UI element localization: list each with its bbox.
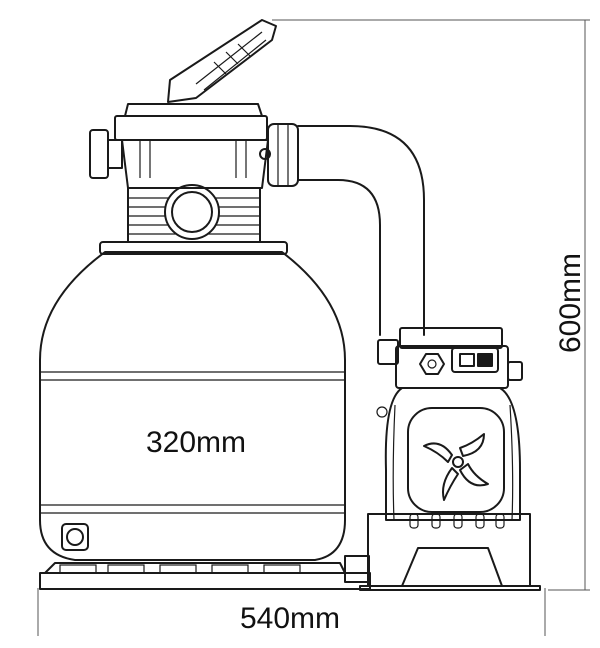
tank-diameter-label: 320mm [146,426,246,459]
impeller-icon [423,433,489,501]
multiport-valve [89,103,299,189]
power-switch [451,347,499,373]
width-dimension-line [37,588,546,636]
base-plate [39,562,371,590]
pump-unit [344,327,541,591]
drain-cap [61,523,89,551]
width-label: 540mm [240,602,340,635]
drain-nut-icon [419,353,445,375]
connecting-hose [297,125,425,336]
filter-tank [39,241,346,561]
tank-neck [127,184,261,243]
valve-handle [167,19,277,103]
height-label: 600mm [554,253,587,353]
height-dimension-line [272,19,590,591]
